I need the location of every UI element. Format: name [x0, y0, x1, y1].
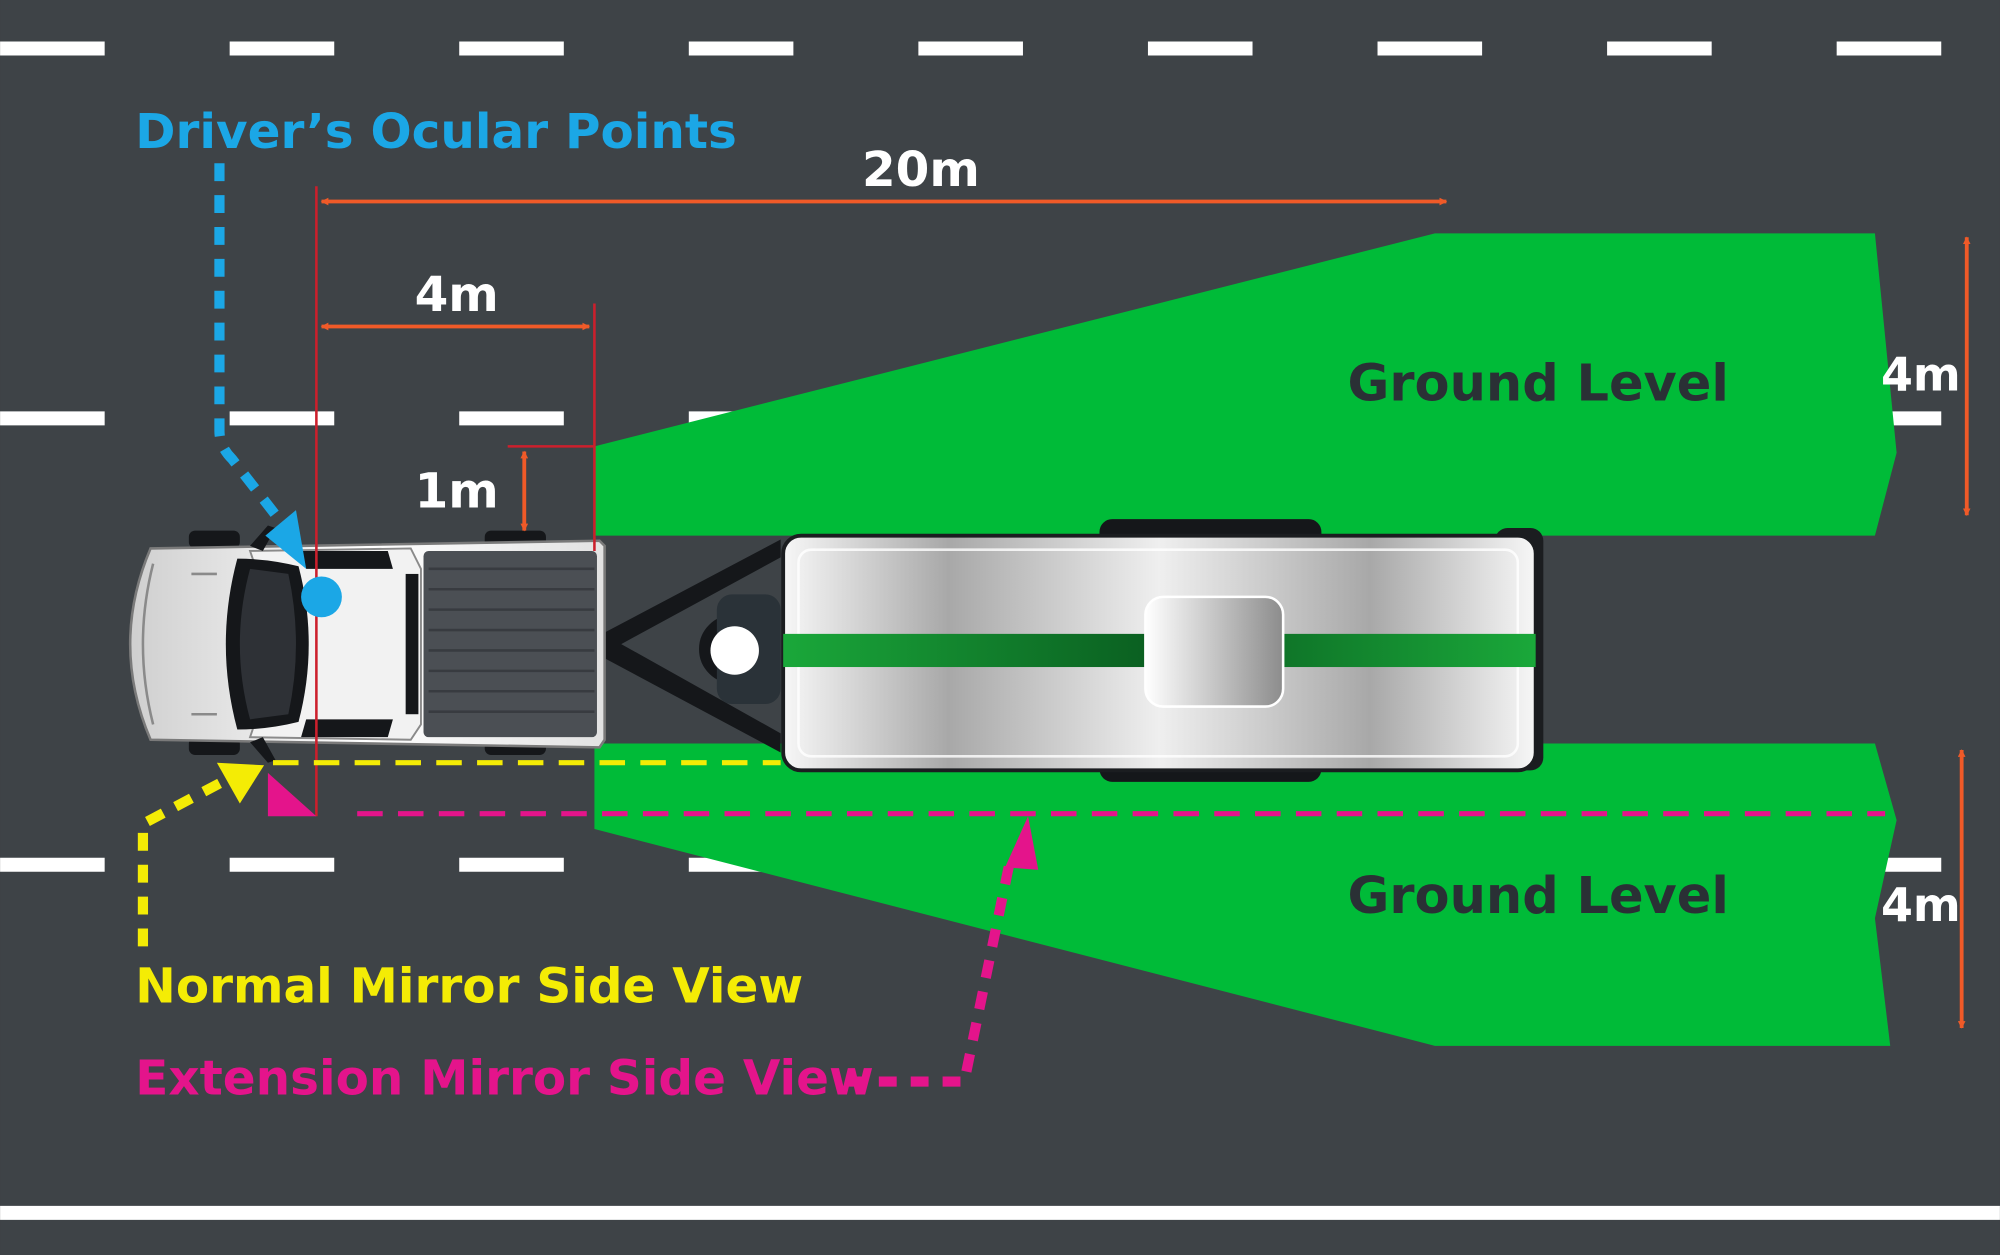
extension-mirror-pointer [846, 858, 1016, 1087]
reference-lines [315, 186, 596, 817]
extension-mirror-arrowhead [1005, 816, 1039, 870]
ground-zone-top [594, 233, 1897, 536]
eye-point-icon [301, 576, 342, 618]
normal-mirror-arrowhead [216, 762, 265, 804]
extension-mirror-wedge [267, 772, 317, 817]
width-label-bottom: 4m [1881, 878, 1961, 932]
extension-mirror-view-label: Extension Mirror Side View [135, 1050, 873, 1106]
caravan-trailer-icon [602, 519, 1544, 782]
ocular-pointer [214, 163, 290, 532]
dimension-label-1m: 1m [415, 464, 499, 520]
ocular-points-label: Driver’s Ocular Points [135, 104, 737, 160]
normal-mirror-pointer [137, 773, 233, 947]
normal-mirror-view-label: Normal Mirror Side View [135, 958, 803, 1014]
ground-level-label-top: Ground Level [1348, 354, 1729, 413]
pickup-truck-icon [128, 525, 606, 763]
dimension-label-20m: 20m [862, 142, 980, 198]
ocular-arrowhead [265, 510, 307, 569]
width-label-top: 4m [1881, 347, 1961, 401]
ground-level-label-bottom: Ground Level [1348, 867, 1729, 926]
ground-zone-bottom [594, 743, 1897, 1046]
dimension-label-4m-length: 4m [415, 267, 499, 323]
